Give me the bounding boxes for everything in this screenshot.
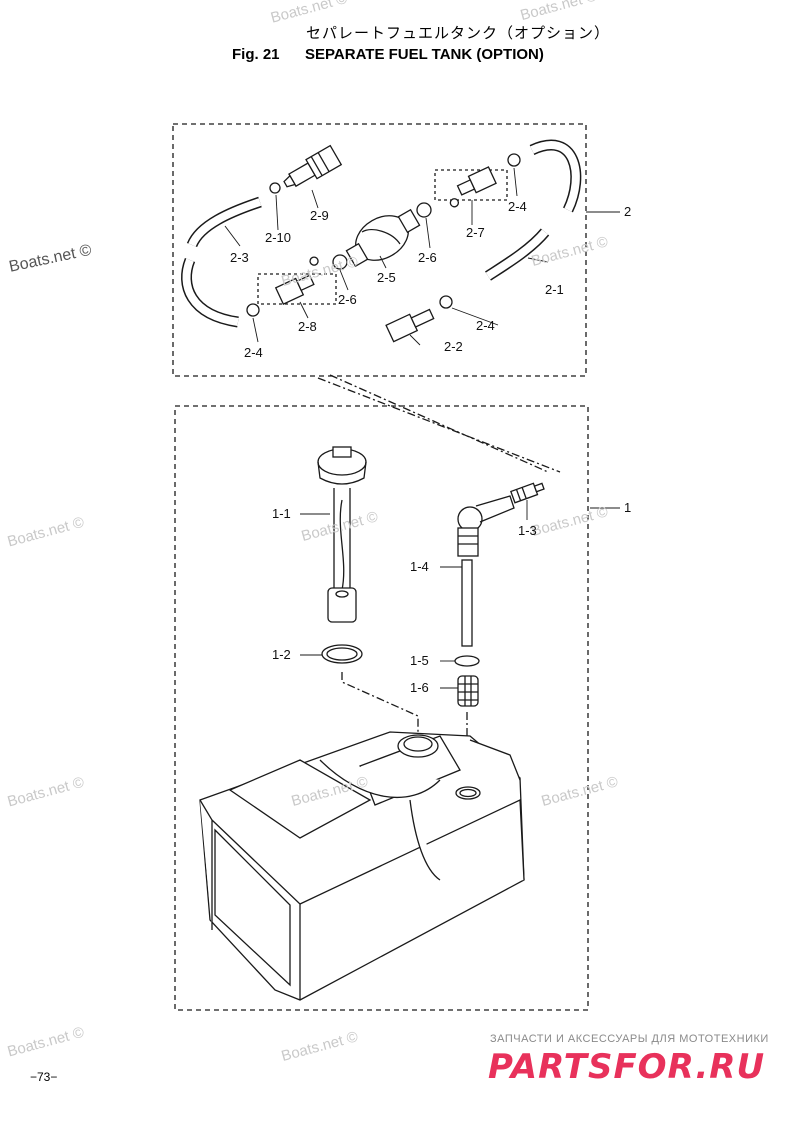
fuel-connector-tank-side [385,308,435,343]
check-valve-subgroup-box [434,169,508,201]
watermark-text: Boats.net © [8,242,94,276]
hose-clamp-2-4-top [507,153,521,167]
callout-2-8: 2-8 [298,319,317,334]
figure-title: SEPARATE FUEL TANK (OPTION) [305,46,544,63]
watermark-text: Boats.net © [6,514,86,551]
callout-2-5: 2-5 [377,270,396,285]
group-connector-line-2 [329,374,549,473]
check-valve-out [449,166,497,208]
callout-2-1: 2-1 [545,282,564,297]
callout-2-6-left: 2-6 [338,292,357,307]
callout-1-3: 1-3 [518,523,537,538]
callout-2-4-bottom: 2-4 [476,318,495,333]
hose-clamp-2-4-left [246,303,260,317]
watermark-text: Boats.net © [519,0,599,24]
callout-2-6-right: 2-6 [418,250,437,265]
fuel-hose-right [485,139,582,281]
watermark-text: Boats.net © [530,503,610,540]
watermark-text: Boats.net © [6,1024,86,1061]
callout-leaders [224,167,620,689]
callout-2-7: 2-7 [466,225,485,240]
callout-2-3: 2-3 [230,250,249,265]
hose-clamp [269,182,281,194]
fuel-hose-left [181,196,262,328]
hose-clamp-2-4-bottom [439,295,453,309]
check-valve-in-subgroup-box [257,273,337,305]
brand-logo: PARTSFOR.RU [488,1047,766,1087]
watermark-text: Boats.net © [269,0,349,27]
callout-2-10: 2-10 [265,230,291,245]
fuel-gauge [317,446,367,623]
watermark-text: Boats.net © [6,774,86,811]
check-valve-in [274,256,319,305]
callout-1-2: 1-2 [272,647,291,662]
page-number: −73− [30,1070,58,1084]
page-title-japanese: セパレートフュエルタンク（オプション） [306,24,611,42]
callout-2: 2 [624,204,631,219]
bulb-clamp-left [332,254,348,270]
gauge-seal-ring [321,644,363,664]
pickup-seal-ring [454,655,480,667]
primer-bulb [345,208,421,268]
callout-1-5: 1-5 [410,653,429,668]
callout-1-4: 1-4 [410,559,429,574]
callout-2-4-left: 2-4 [244,345,263,360]
callout-1-6: 1-6 [410,680,429,695]
callout-2-4-top: 2-4 [508,199,527,214]
callout-2-2: 2-2 [444,339,463,354]
fuel-outlet-nipple [510,482,545,504]
watermark-text: Boats.net © [540,773,620,810]
fuel-pickup-tube [461,559,473,647]
figure-number: Fig. 21 [232,46,280,63]
fuel-outlet-elbow [457,495,515,557]
callout-2-9: 2-9 [310,208,329,223]
watermark-text: Boats.net © [280,253,360,290]
shop-tagline: ЗАПЧАСТИ И АКСЕССУАРЫ ДЛЯ МОТОТЕХНИКИ [490,1033,769,1045]
gauge-assembly-line [341,672,419,742]
fuel-tank-body [199,731,525,1001]
group-connector-line [317,377,561,473]
callout-1-1: 1-1 [272,506,291,521]
bulb-clamp-right [416,202,432,218]
watermark-text: Boats.net © [280,1028,360,1065]
fuel-tank-group-box [174,405,589,1011]
gauge-seal-ring-inner [326,647,358,661]
fuel-connector-engine-side [283,144,343,188]
fuel-strainer [457,675,479,707]
callout-1: 1 [624,500,631,515]
